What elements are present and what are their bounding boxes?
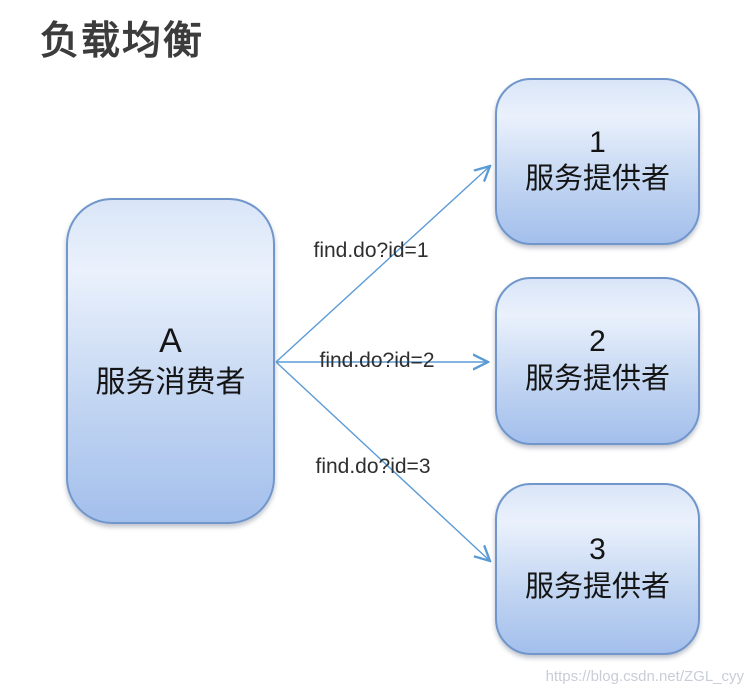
provider-label: 服务提供者: [524, 570, 670, 603]
provider-label: 服务提供者: [524, 362, 670, 395]
consumer-node: A 服务消费者: [66, 198, 275, 524]
provider-label: 服务提供者: [524, 163, 670, 196]
provider-node-3: 3 服务提供者: [495, 483, 700, 655]
consumer-id: A: [159, 322, 182, 361]
provider-node-1: 1 服务提供者: [495, 78, 700, 245]
provider-node-2: 2 服务提供者: [495, 277, 700, 445]
page-title: 负载均衡: [40, 20, 205, 63]
watermark: https://blog.csdn.net/ZGL_cyy: [545, 668, 744, 685]
arrow-to-provider-1: [275, 166, 490, 363]
arrow-to-provider-3: [275, 361, 490, 561]
edge-label-2: find.do?id=2: [319, 349, 435, 372]
consumer-label: 服务消费者: [95, 365, 246, 399]
edge-label-1: find.do?id=1: [313, 239, 429, 262]
provider-id: 1: [589, 125, 606, 159]
provider-id: 3: [589, 533, 606, 567]
edge-label-3: find.do?id=3: [315, 455, 431, 478]
provider-id: 2: [589, 325, 606, 359]
